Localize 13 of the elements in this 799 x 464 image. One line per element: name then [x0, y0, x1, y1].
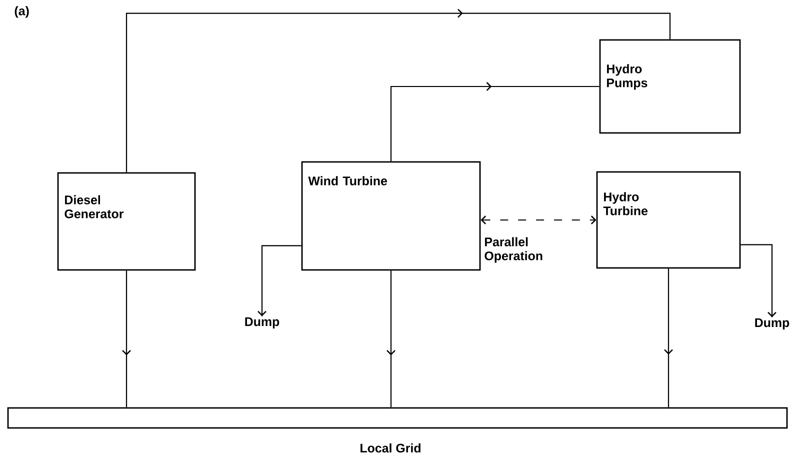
edge-label: Parallel Operation — [484, 237, 542, 263]
dump-label: Dump — [245, 317, 280, 329]
dump-label: Dump — [755, 318, 790, 330]
process-box: Hydro Pumps — [599, 39, 741, 134]
grid-bus-bar: Local Grid — [7, 407, 788, 453]
panel-label: (a) — [14, 6, 29, 18]
process-box: Wind Turbine — [301, 161, 481, 271]
node-label: Local Grid — [360, 443, 420, 453]
process-box: Hydro Turbine — [596, 171, 741, 269]
arrow — [480, 216, 596, 224]
arrow — [258, 245, 302, 316]
process-box: Diesel Generator — [57, 172, 196, 271]
arrow — [740, 244, 776, 318]
